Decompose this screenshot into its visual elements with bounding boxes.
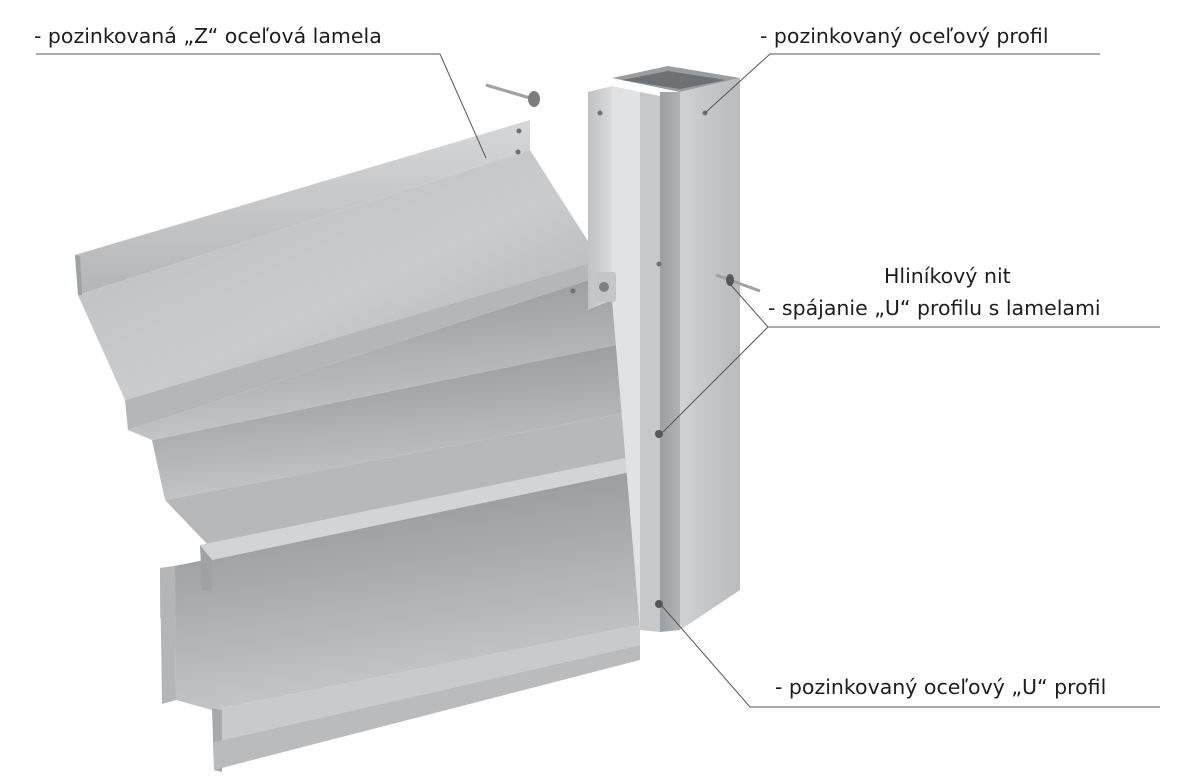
rivet-icon (485, 83, 540, 107)
rivet-icon (715, 273, 761, 293)
u-channel (588, 86, 660, 632)
z-slat-bottom (160, 470, 640, 772)
u-profile-label: - pozinkovaný oceľový „U“ profil (775, 675, 1107, 699)
leader-lines (36, 53, 1160, 708)
rivet-description-label: - spájanie „U“ profilu s lamelami (768, 296, 1101, 320)
steel-profile-label: - pozinkovaný oceľový profil (760, 24, 1049, 48)
rivet-title-label: Hliníkový nit (884, 264, 1011, 288)
square-steel-post (612, 66, 740, 632)
z-slat-middle (152, 340, 640, 592)
z-slat-label: - pozinkovaná „Z“ oceľová lamela (34, 24, 382, 48)
z-slat-top (75, 120, 640, 440)
